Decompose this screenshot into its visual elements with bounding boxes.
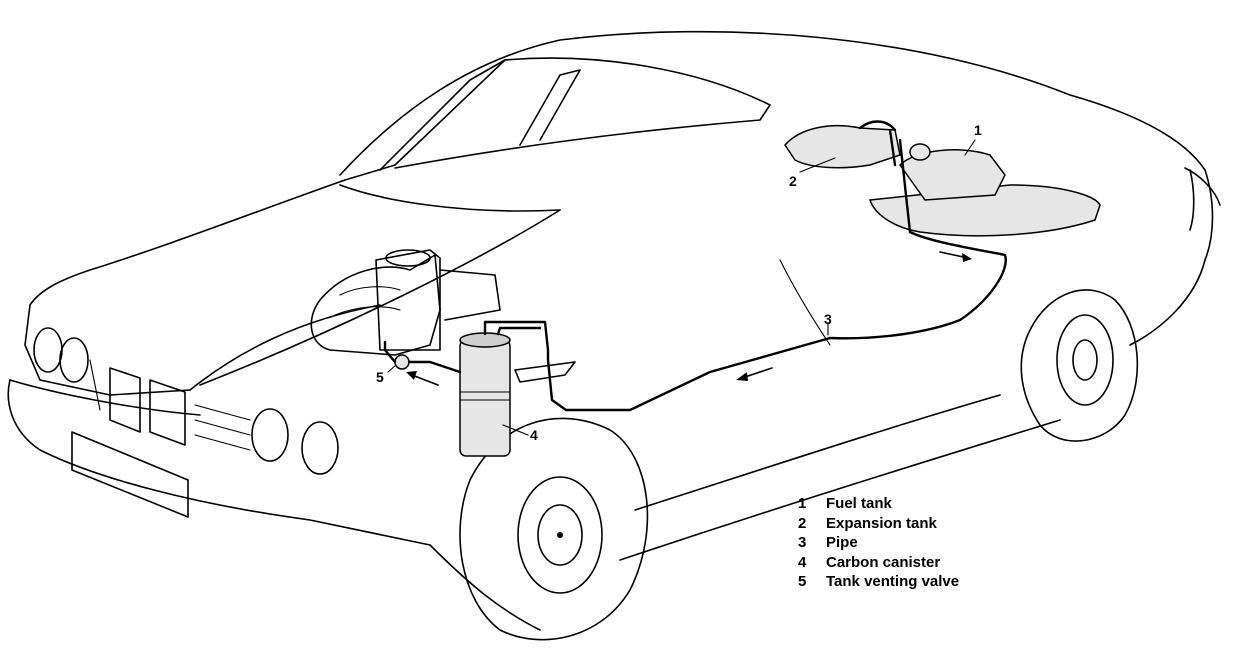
- fuel-tank: [868, 143, 1101, 237]
- legend-label: Carbon canister: [826, 553, 941, 571]
- legend-label: Fuel tank: [826, 495, 892, 512]
- legend-item: 4 Carbon canister: [798, 553, 959, 573]
- legend-label: Expansion tank: [826, 514, 937, 532]
- legend-number: 1: [798, 495, 807, 512]
- callout-3: 3: [824, 311, 832, 327]
- legend-number: 3: [798, 534, 807, 552]
- callout-4: 4: [530, 427, 538, 443]
- legend-item: 2 Expansion tank: [798, 514, 959, 534]
- callout-2: 2: [789, 173, 797, 189]
- vent-pipe: [546, 128, 1007, 412]
- legend-item: 5 Tank venting valve: [798, 572, 959, 592]
- expansion-tank: [784, 120, 901, 169]
- legend-number: 5: [798, 573, 807, 591]
- flow-arrows: [406, 251, 972, 386]
- engine-block: [310, 249, 501, 356]
- legend-item: 1 Fuel tank: [798, 494, 959, 514]
- legend: 1 Fuel tank 2 Expansion tank 3 Pipe 4 Carbon…: [798, 494, 959, 592]
- callout-5: 5: [376, 369, 384, 385]
- front-wheel: [459, 417, 649, 641]
- legend-label: Pipe: [826, 534, 858, 552]
- legend-label: Tank venting valve: [826, 573, 960, 591]
- carbon-canister: [459, 320, 576, 457]
- legend-number: 2: [798, 514, 807, 532]
- callout-1: 1: [974, 122, 982, 138]
- legend-item: 3 Pipe: [798, 533, 959, 553]
- tank-venting-valve: [383, 340, 462, 374]
- legend-number: 4: [798, 553, 807, 571]
- callout-labels: 1 2 3 4 5: [376, 122, 982, 443]
- leader-lines: [387, 139, 976, 436]
- car-body-outline: [7, 30, 1221, 631]
- rear-wheel: [1020, 289, 1139, 442]
